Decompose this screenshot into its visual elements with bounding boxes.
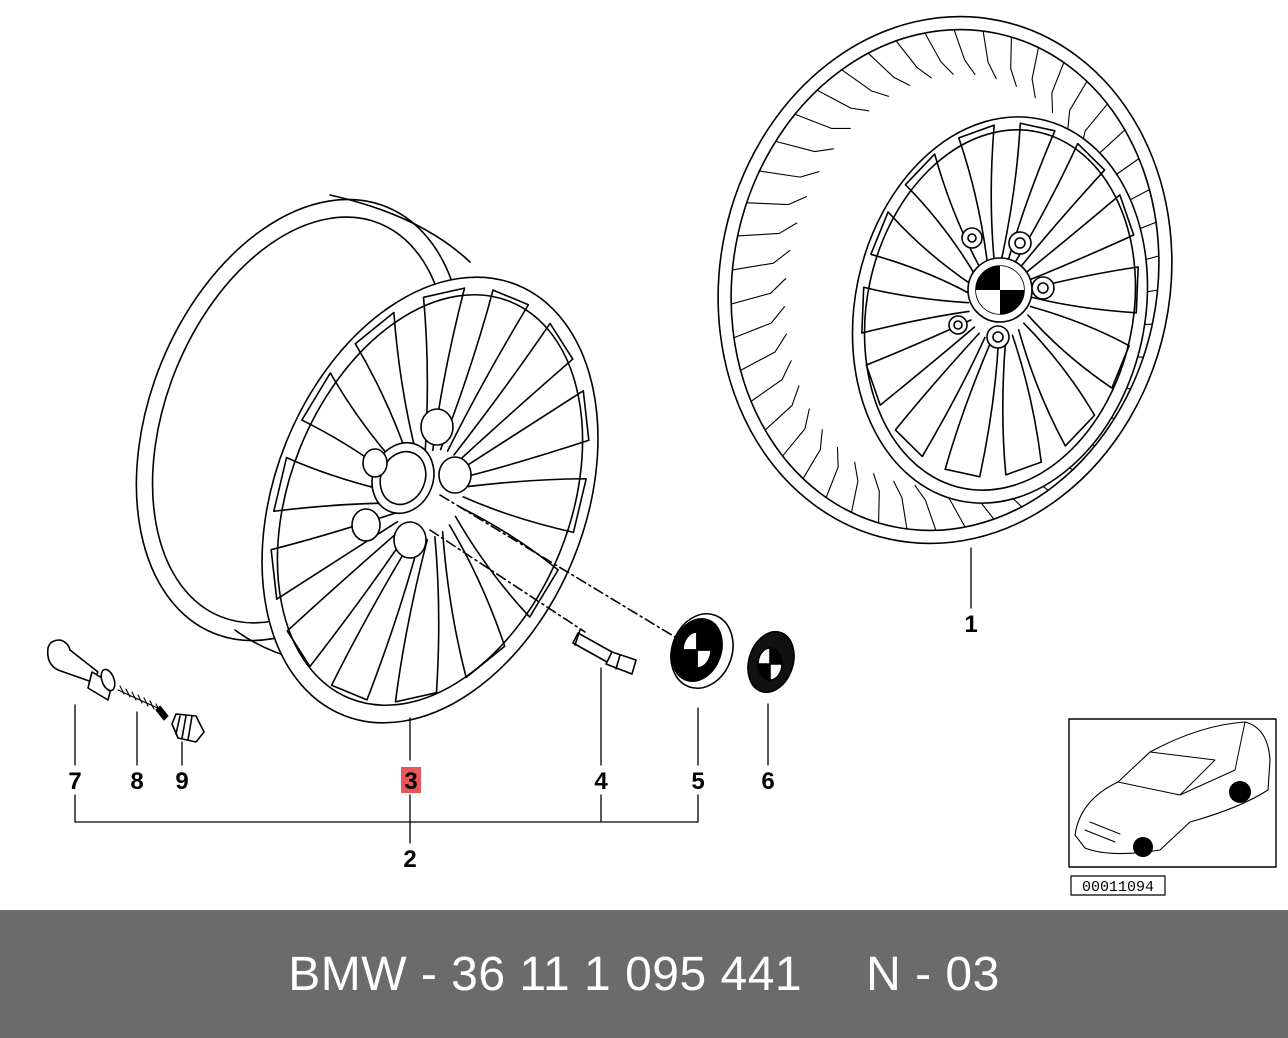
callout-2[interactable]: 2 [403,846,416,873]
callout-6[interactable]: 6 [761,768,774,795]
complete-wheel-illustration [717,15,1173,545]
tread-groove [1010,36,1017,87]
tread-groove [794,113,851,130]
valve-stem-illustration [46,639,116,701]
callout-7[interactable]: 7 [68,768,81,795]
tread-groove [825,446,839,499]
tread-groove [914,484,937,531]
tread-groove [841,69,890,97]
tread-groove [893,480,908,530]
callout-5[interactable]: 5 [691,768,704,795]
tread-groove [750,360,792,402]
tread-groove [737,222,798,237]
callout-8[interactable]: 8 [130,768,143,795]
diagram-position: N - 03 [866,947,1000,1001]
spoke [286,528,407,668]
spoke [894,332,986,458]
spoke [870,211,973,295]
wheel-bolt-illustration [572,629,637,675]
rim-illustration [135,194,599,724]
part-number: BMW - 36 11 1 095 441 [288,947,803,1001]
spoke [1001,334,1043,476]
tread-groove [867,52,911,86]
spoke [354,311,419,466]
tread-groove [746,196,808,206]
spoke [273,456,398,513]
parts-diagram: 1 2 3 4 5 6 7 8 9 00011094 [46,15,1277,896]
spoke [394,536,440,703]
tread-groove [895,40,932,79]
inset-code: 00011094 [1082,879,1154,896]
callout-4[interactable]: 4 [594,768,608,795]
spoke [454,506,559,618]
spoke [1024,194,1135,281]
tread-groove [764,385,800,431]
tread-groove [924,32,954,75]
tread-groove [775,140,835,153]
emblem-illustration [747,630,795,694]
tread-groove [802,429,823,480]
tread-groove [1051,61,1065,114]
spoke [1000,122,1056,261]
spoke [453,322,574,462]
tread-groove [982,30,997,80]
spoke [461,389,590,478]
callout-9[interactable]: 9 [175,768,188,795]
tread-groove [733,306,786,339]
valve-cap-illustration [171,713,205,743]
spoke [1027,305,1130,389]
valve-core-illustration [117,685,169,721]
leader-lines [74,547,972,844]
spoke [865,319,976,406]
tread-groove [816,89,870,112]
tread-groove [731,249,791,271]
tread-groove [873,473,880,524]
tread-groove [730,278,787,305]
spoke [422,287,466,454]
callout-3-highlight [401,767,421,793]
callout-3[interactable]: 3 [404,768,417,795]
tread-groove [758,170,820,178]
tread-groove [740,333,787,371]
spoke [957,124,996,266]
tread-groove [1031,47,1040,99]
spoke [1030,266,1139,314]
spoke [1017,322,1096,447]
part-number-footer: BMW - 36 11 1 095 441 N - 03 [0,910,1288,1038]
vehicle-location-inset [1068,718,1277,896]
tread-groove [1067,80,1088,131]
hub-cap-illustration [670,613,734,689]
spoke [439,289,530,452]
tread-groove [850,461,859,513]
tread-groove [782,408,810,457]
spoke [944,339,1000,478]
spoke [861,286,970,334]
spoke [330,538,421,701]
spoke [1014,142,1106,268]
tread-groove [953,29,976,76]
callout-1[interactable]: 1 [964,611,977,638]
spoke [462,477,587,534]
spoke [441,524,506,679]
